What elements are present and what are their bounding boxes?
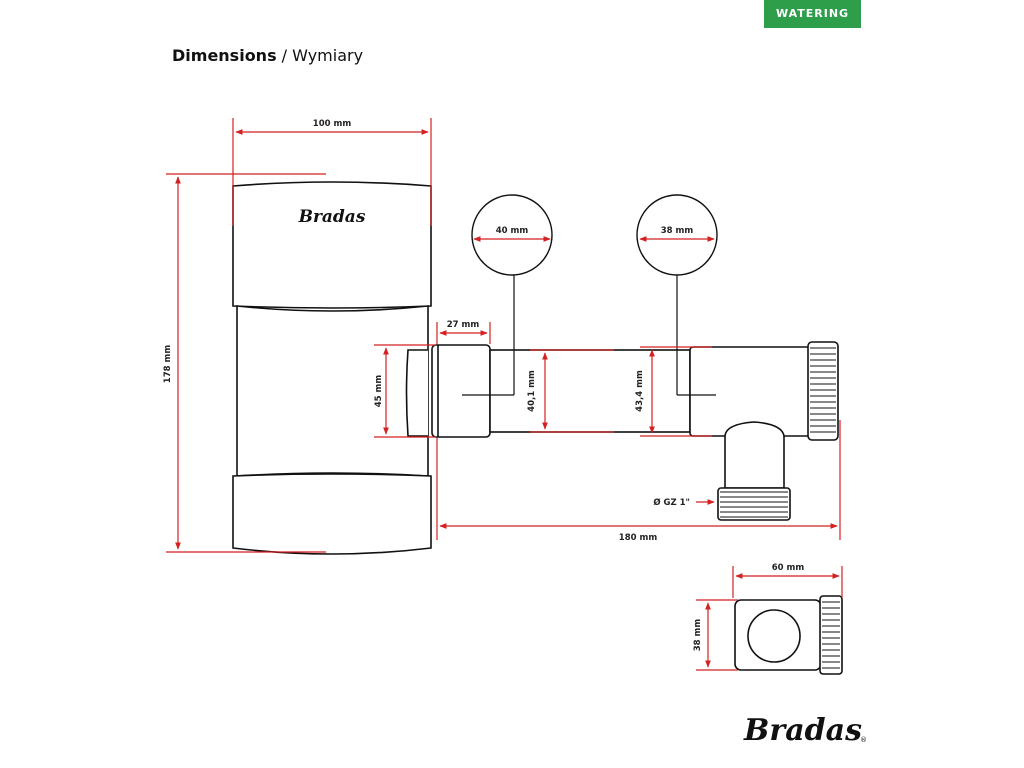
dim-filter-height: 178 mm (163, 345, 173, 384)
detail-circle-a (471, 194, 553, 276)
registered-mark: ® (860, 736, 867, 744)
title-english: Dimensions (172, 46, 277, 65)
category-tag: WATERING (764, 0, 861, 28)
dim-tube-diameter-b: 43,4 mm (635, 370, 645, 412)
title-separator: / (276, 46, 293, 65)
pipe-assembly (405, 341, 839, 521)
filter-body (232, 181, 432, 555)
dim-filter-width: 100 mm (313, 119, 352, 129)
dim-inlet-length: 27 mm (447, 320, 480, 330)
product-logo: Bradas (298, 207, 366, 227)
title-polish: Wymiary (292, 46, 364, 65)
dim-detail-b: 38 mm (661, 226, 694, 236)
dim-total-length: 180 mm (619, 533, 658, 543)
dim-side-width: 60 mm (772, 563, 805, 573)
footer-logo: Bradas (743, 713, 862, 748)
dim-detail-a: 40 mm (496, 226, 529, 236)
dim-side-height: 38 mm (693, 619, 703, 652)
page-title: Dimensions / Wymiary (172, 46, 363, 65)
dim-thread: Ø GZ 1" (653, 497, 690, 508)
side-view (734, 595, 843, 675)
dim-inlet-diameter: 45 mm (374, 375, 384, 408)
dim-tube-diameter-a: 40,1 mm (527, 370, 537, 412)
